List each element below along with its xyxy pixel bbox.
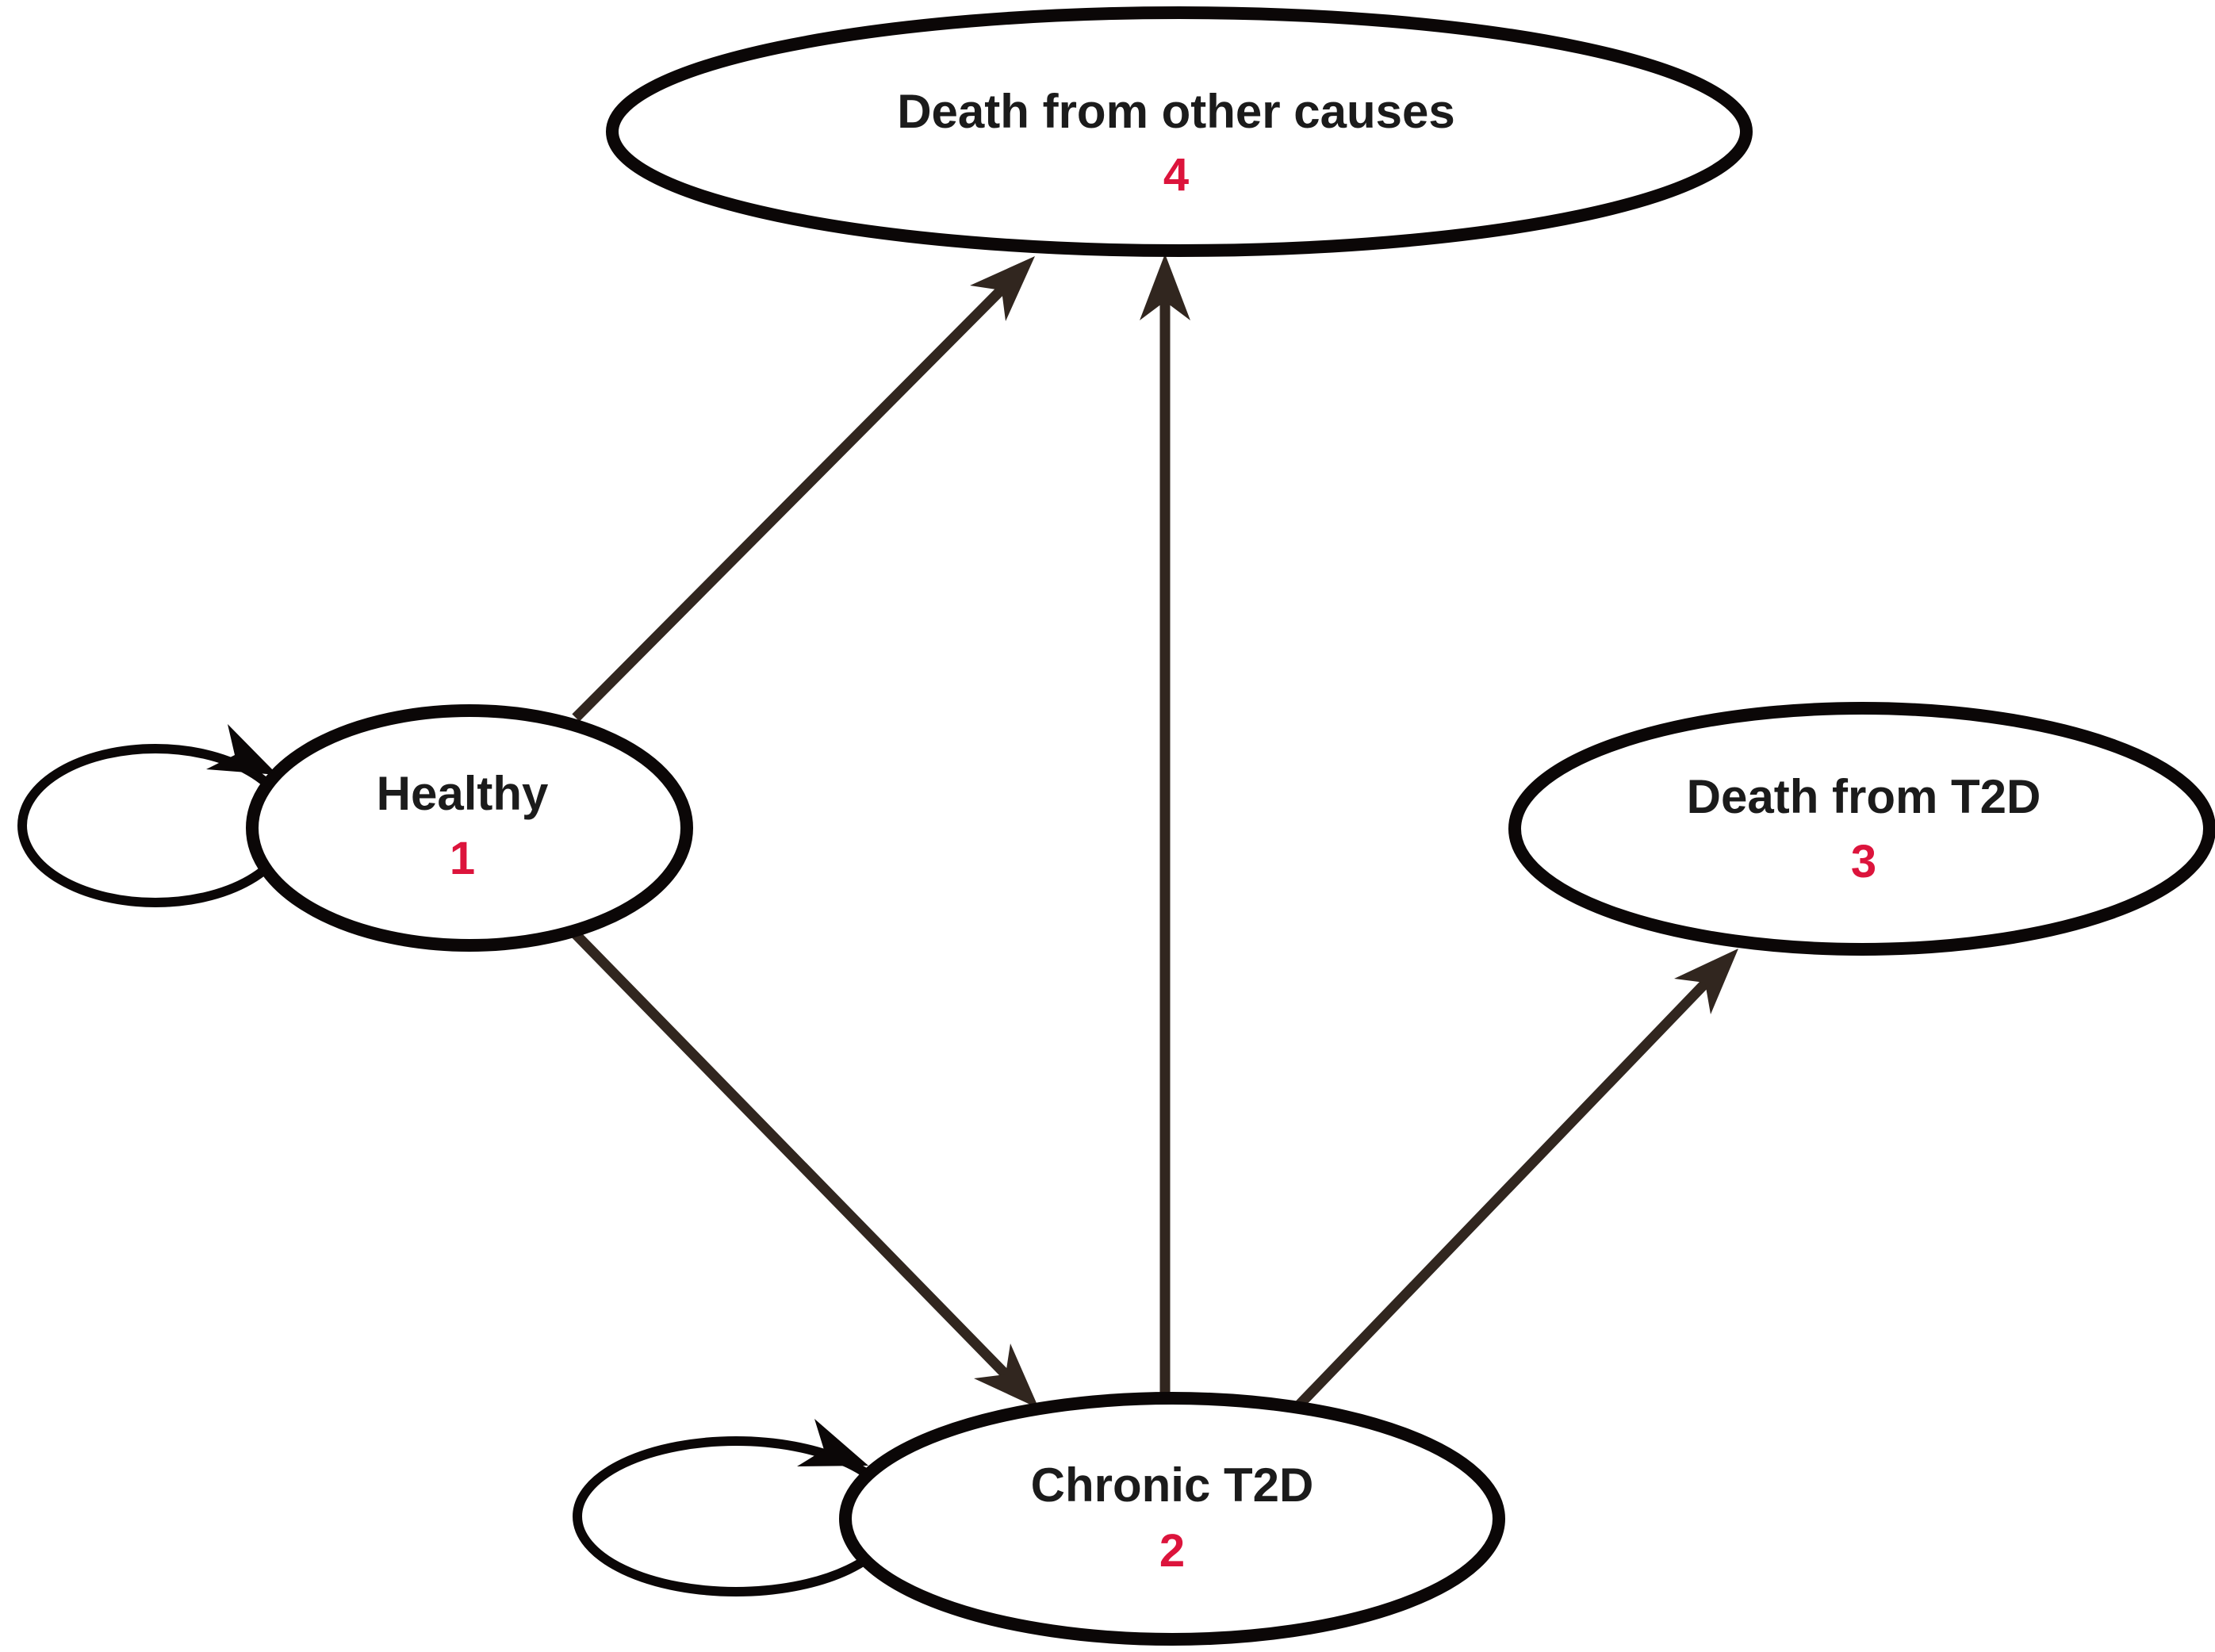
node-healthy: Healthy 1	[246, 704, 693, 952]
node-death-other-ellipse	[606, 6, 1753, 257]
node-healthy-ellipse	[246, 704, 693, 952]
node-death-t2d-ellipse	[1508, 702, 2215, 956]
edge-healthy-to-chronic-t2d-line	[569, 928, 1010, 1379]
node-chronic-t2d: Chronic T2D 2	[839, 1392, 1505, 1646]
node-death-other-number: 4	[1163, 149, 1189, 201]
edge-chronic-t2d-to-death-t2d-line	[1289, 979, 1710, 1416]
edge-chronic-t2d-to-death-from-other-causes	[1140, 254, 1190, 1399]
edge-healthy-to-death-from-other-causes	[572, 256, 1035, 722]
edge-chronic-t2d-to-death-t2d-arrowhead-icon	[1674, 949, 1738, 1014]
self-loop-chronic-t2d-arrowhead-icon	[797, 1419, 868, 1466]
node-healthy-number: 1	[450, 833, 475, 884]
node-death-other-label: Death from other causes	[897, 85, 1455, 138]
edge-healthy-to-death-other-line	[572, 286, 1006, 722]
node-death-t2d-number: 3	[1851, 836, 1876, 887]
node-death-from-t2d: Death from T2D 3	[1508, 702, 2215, 956]
node-death-t2d-label: Death from T2D	[1687, 770, 2041, 823]
self-loop-healthy-arrowhead-icon	[206, 724, 278, 775]
node-chronic-t2d-number: 2	[1159, 1525, 1185, 1577]
node-chronic-t2d-ellipse	[839, 1392, 1505, 1646]
edge-chronic-t2d-to-death-from-t2d	[1289, 949, 1738, 1416]
edge-chronic-t2d-to-death-other-arrowhead-icon	[1140, 254, 1190, 320]
node-chronic-t2d-label: Chronic T2D	[1031, 1458, 1314, 1512]
edge-healthy-to-chronic-t2d-arrowhead-icon	[974, 1343, 1039, 1409]
edge-healthy-to-death-other-arrowhead-icon	[970, 256, 1035, 321]
edge-healthy-to-chronic-t2d	[569, 928, 1039, 1409]
node-death-from-other-causes: Death from other causes 4	[606, 6, 1753, 257]
node-healthy-label: Healthy	[377, 767, 549, 820]
